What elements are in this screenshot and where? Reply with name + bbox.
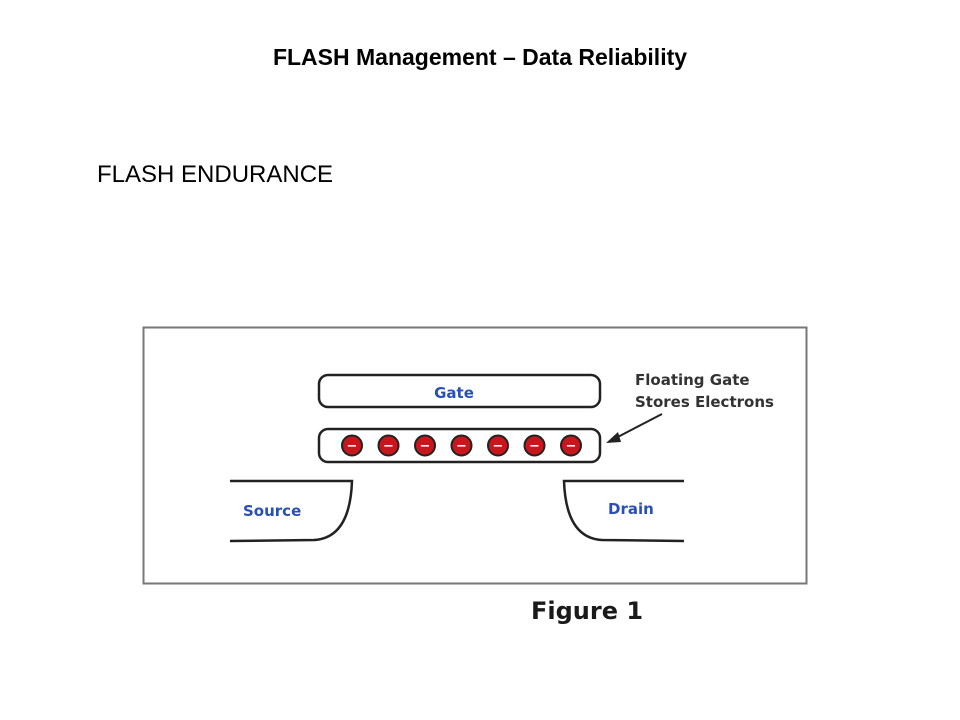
electron [523, 434, 546, 457]
callout-arrow-line [611, 413, 663, 441]
electron-charge-symbol: − [420, 439, 431, 454]
section-heading: FLASH ENDURANCE [97, 161, 334, 188]
electron-charge-symbol: − [493, 439, 504, 454]
electron-charge-symbol: − [347, 439, 358, 454]
electron [450, 434, 473, 457]
callout-label-line1: Floating Gate [635, 371, 750, 389]
callout-arrowhead [606, 432, 621, 443]
electron [341, 434, 363, 457]
electron-charge-symbol: − [383, 439, 394, 454]
electron [560, 434, 582, 457]
electron [487, 434, 509, 457]
electron-charge-symbol: − [566, 439, 577, 454]
source-label: Source [243, 502, 301, 520]
drain-label: Drain [608, 500, 654, 518]
electron-charge-symbol: − [456, 439, 467, 454]
gate-label: Gate [434, 384, 474, 402]
source-region-outline [229, 479, 354, 543]
callout-label-line2: Stores Electrons [635, 393, 774, 411]
drain-region-outline [562, 479, 685, 543]
slide-title: FLASH Management – Data Reliability [272, 44, 688, 70]
electron-charge-symbol: − [529, 439, 540, 454]
electron-group: −−−−−−− [341, 434, 582, 457]
electron [414, 434, 436, 457]
figure-caption: Figure 1 [531, 597, 644, 625]
flash-cell-figure: Gate − − − − − − − Floating Gate Stores Electr… [142, 326, 808, 585]
flash-cell-diagram: Gate − − − − − − − Floating Gate Stores Electr… [142, 326, 808, 585]
electron [377, 434, 400, 457]
control-gate [317, 373, 602, 409]
